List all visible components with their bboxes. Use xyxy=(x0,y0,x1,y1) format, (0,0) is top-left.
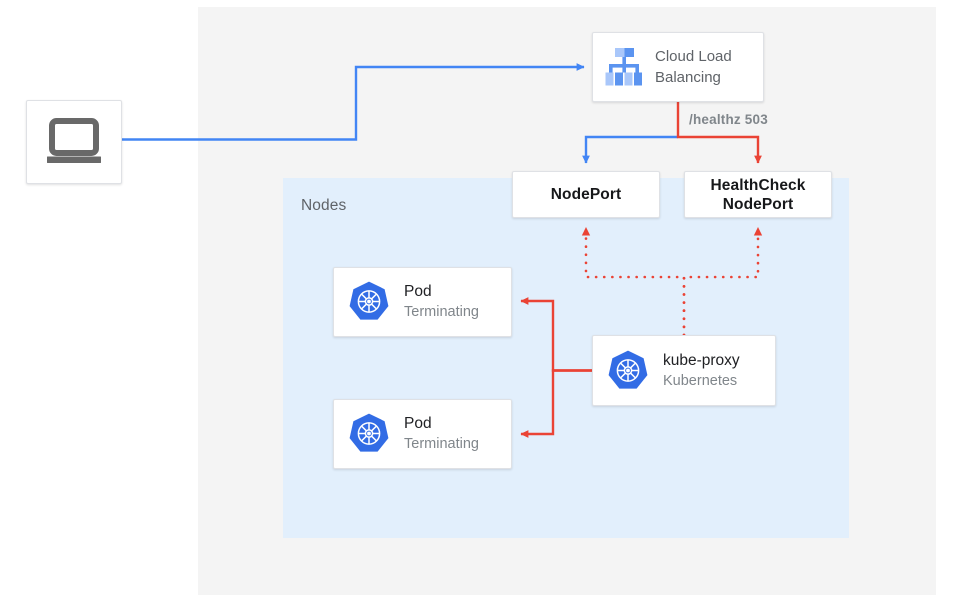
nodes-region-label: Nodes xyxy=(301,197,347,214)
laptop-icon xyxy=(47,118,101,163)
healthcheck-label-line2: NodePort xyxy=(722,195,794,213)
clb-label-line1: Cloud Load xyxy=(655,48,732,65)
healthcheck-label-line1: HealthCheck xyxy=(710,176,806,194)
pod-card[interactable]: Pod Terminating xyxy=(333,399,512,469)
cloud-load-balancing-icon xyxy=(605,48,642,86)
healthz-edge-label: /healthz 503 xyxy=(689,112,768,127)
pod-subtitle: Terminating xyxy=(404,436,479,452)
kube-proxy-card[interactable]: kube-proxy Kubernetes xyxy=(592,335,776,406)
healthcheck-nodeport-card[interactable]: HealthCheck NodePort xyxy=(684,171,832,218)
pod-title: Pod xyxy=(404,283,432,300)
pod-subtitle: Terminating xyxy=(404,304,479,320)
clb-label-line2: Balancing xyxy=(655,69,721,86)
kube-proxy-subtitle: Kubernetes xyxy=(663,372,738,389)
cloud-load-balancing-label: Cloud Load Balancing xyxy=(655,46,732,88)
pod-card[interactable]: Pod Terminating xyxy=(333,267,512,337)
nodeport-card[interactable]: NodePort xyxy=(512,171,660,218)
kubernetes-icon xyxy=(608,350,648,389)
kubernetes-icon xyxy=(349,413,389,452)
pod-title: Pod xyxy=(404,415,432,432)
pod-text: Pod Terminating xyxy=(404,282,479,322)
kubernetes-icon xyxy=(349,281,389,320)
cloud-load-balancing-card[interactable]: Cloud Load Balancing xyxy=(592,32,764,102)
pod-text: Pod Terminating xyxy=(404,414,479,454)
kube-proxy-text: kube-proxy Kubernetes xyxy=(663,351,740,391)
kube-proxy-title: kube-proxy xyxy=(663,351,740,369)
healthcheck-nodeport-label: HealthCheck NodePort xyxy=(711,176,806,214)
client-laptop-card[interactable] xyxy=(26,100,122,184)
nodeport-label: NodePort xyxy=(550,186,622,203)
